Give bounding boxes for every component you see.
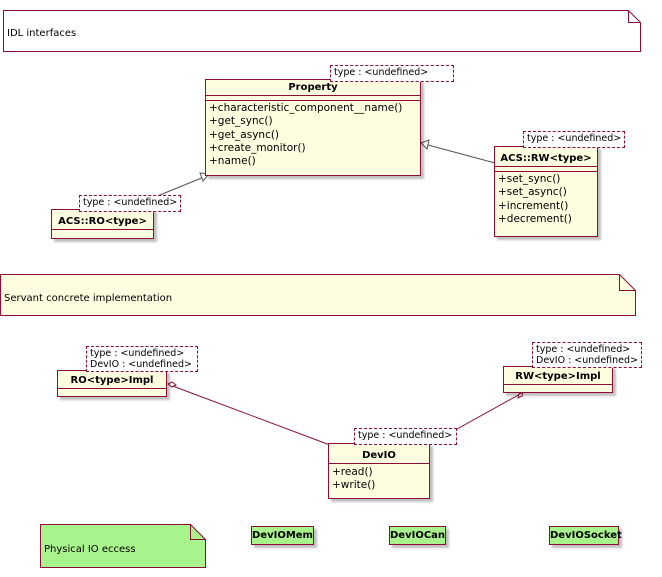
template-property: type : <undefined> xyxy=(330,65,454,82)
operation-get-async: +get_async() xyxy=(209,128,280,141)
template-param-type: type : <undefined> xyxy=(90,348,185,359)
class-property-attributes xyxy=(206,96,420,101)
class-ro-impl[interactable]: RO<type>Impl xyxy=(57,370,167,397)
aggregation-rw-diamond xyxy=(517,391,524,399)
template-param-devio: DevIO : <undefined> xyxy=(90,359,193,370)
template-param-type: type : <undefined> xyxy=(358,430,453,441)
class-acs-rw-name: ACS::RW<type> xyxy=(495,147,597,167)
operation-get-sync: +get_sync() xyxy=(209,115,273,128)
note-shape xyxy=(3,10,641,52)
class-acs-ro[interactable]: ACS::RO<type> xyxy=(51,209,154,239)
template-acs-rw: type : <undefined> xyxy=(523,131,625,148)
note-shape xyxy=(0,274,636,316)
aggregation-ro-diamond xyxy=(167,381,177,388)
template-param-devio: DevIO : <undefined> xyxy=(536,355,639,366)
note-physical-io[interactable]: Physical IO eccess xyxy=(40,524,206,568)
template-ro-impl: type : <undefined> DevIO : <undefined> xyxy=(86,346,198,372)
template-rw-impl: type : <undefined> DevIO : <undefined> xyxy=(532,342,642,368)
class-acs-rw[interactable]: ACS::RW<type> +set_sync() +set_async() +… xyxy=(494,146,598,237)
note-idl-interfaces[interactable]: IDL interfaces xyxy=(3,10,641,52)
operation-set-sync: +set_sync() xyxy=(498,173,561,185)
class-acs-rw-operations: +set_sync() +set_async() +increment() +d… xyxy=(495,172,597,227)
template-devio: type : <undefined> xyxy=(354,428,457,445)
class-property-name: Property xyxy=(206,80,420,96)
class-acs-rw-attributes xyxy=(495,167,597,172)
generalization-rw-arrowhead xyxy=(420,139,430,150)
operation-create-monitor: +create_monitor() xyxy=(209,141,306,154)
template-param-type: type : <undefined> xyxy=(527,133,622,144)
class-devio-socket[interactable]: DevIOSocket xyxy=(549,526,622,545)
class-devio-socket-name: DevIOSocket xyxy=(550,530,622,541)
class-property[interactable]: Property +characteristic_component__name… xyxy=(205,79,421,176)
class-devio[interactable]: DevIO +read() +write() xyxy=(328,443,430,499)
operation-name: +name() xyxy=(209,155,256,168)
class-devio-mem-name: DevIOMem xyxy=(252,530,313,541)
note-shape xyxy=(40,524,206,568)
class-rw-impl-name: RW<type>Impl xyxy=(504,367,612,385)
note-servant-text: Servant concrete implementation xyxy=(4,293,173,304)
operation-write: +write() xyxy=(332,479,376,492)
class-devio-can[interactable]: DevIOCan xyxy=(389,526,446,545)
note-physical-text: Physical IO eccess xyxy=(44,544,136,555)
class-property-operations: +characteristic_component__name() +get_s… xyxy=(206,101,420,169)
generalization-rw-property xyxy=(427,144,496,164)
template-param-type: type : <undefined> xyxy=(83,197,178,208)
association-ro-devio xyxy=(169,384,331,446)
operation-read: +read() xyxy=(332,466,373,478)
operation-decrement: +decrement() xyxy=(498,212,572,225)
template-param-type: type : <undefined> xyxy=(536,344,631,355)
class-devio-mem[interactable]: DevIOMem xyxy=(251,526,314,545)
operation-set-async: +set_async() xyxy=(498,186,567,199)
template-param-type: type : <undefined> xyxy=(334,67,429,78)
note-servant-implementation[interactable]: Servant concrete implementation xyxy=(0,274,636,316)
note-idl-text: IDL interfaces xyxy=(7,28,77,39)
class-acs-ro-name: ACS::RO<type> xyxy=(52,210,153,230)
generalization-ro-property xyxy=(154,176,205,198)
class-ro-impl-name: RO<type>Impl xyxy=(58,371,166,389)
template-acs-ro: type : <undefined> xyxy=(79,195,181,212)
operation-increment: +increment() xyxy=(498,199,569,212)
class-rw-impl[interactable]: RW<type>Impl xyxy=(503,366,613,393)
class-devio-can-name: DevIOCan xyxy=(390,530,446,541)
operation-characteristic-component-name: +characteristic_component__name() xyxy=(209,102,403,114)
class-devio-operations: +read() +write() xyxy=(329,464,429,494)
class-devio-name: DevIO xyxy=(329,444,429,464)
